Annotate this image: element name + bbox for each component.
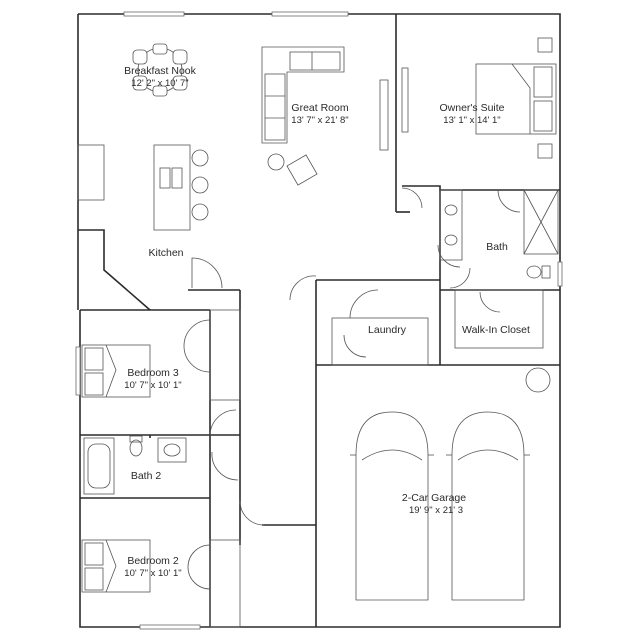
- windows: [75, 11, 563, 630]
- bath-2-fixtures: [83, 435, 187, 495]
- room-labels: Breakfast Nook 12' 2" x 10' 7" Great Roo…: [124, 65, 530, 579]
- bath-label: Bath: [486, 241, 508, 253]
- bedroom-2-bed: [81, 539, 151, 593]
- garage-cars: [350, 367, 551, 601]
- owners-suite-furniture: [475, 37, 557, 159]
- breakfast-table: [132, 43, 188, 97]
- exterior-walls: [77, 13, 561, 628]
- garage-label: 2-Car Garage: [402, 492, 466, 504]
- breakfast-nook-dims: 12' 2" x 10' 7": [131, 78, 188, 89]
- bedroom-3-bed: [81, 344, 151, 398]
- great-room-label: Great Room: [291, 102, 348, 114]
- bedroom-2-dims: 10' 7" x 10' 1": [124, 568, 181, 579]
- kitchen-fixtures: [77, 144, 209, 231]
- garage-dims: 19' 9" x 21' 3: [409, 505, 463, 516]
- laundry-label: Laundry: [368, 324, 407, 336]
- great-room-furniture: [261, 46, 409, 186]
- bath-2-label: Bath 2: [131, 470, 162, 482]
- kitchen-label: Kitchen: [148, 247, 183, 259]
- walk-in-closet-label: Walk-In Closet: [462, 324, 530, 336]
- bedroom-2-label: Bedroom 2: [127, 555, 179, 567]
- breakfast-nook-label: Breakfast Nook: [124, 65, 197, 77]
- owners-bath-fixtures: [439, 189, 559, 279]
- owners-suite-label: Owner's Suite: [439, 102, 504, 114]
- bedroom-3-dims: 10' 7" x 10' 1": [124, 380, 181, 391]
- great-room-dims: 13' 7" x 21' 8": [291, 115, 348, 126]
- doors: [183, 187, 521, 590]
- owners-suite-dims: 13' 1" x 14' 1": [443, 115, 500, 126]
- interior-walls: [78, 14, 560, 628]
- bedroom-3-label: Bedroom 3: [127, 367, 179, 379]
